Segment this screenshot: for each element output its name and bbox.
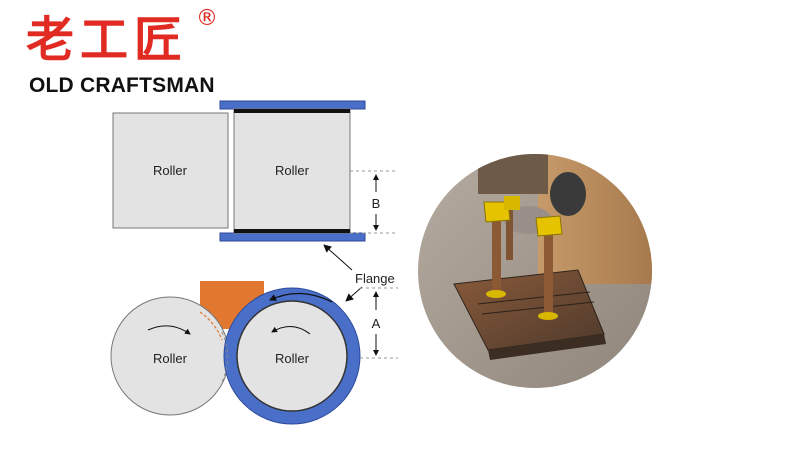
bottom-right-roller <box>236 300 348 412</box>
bottom-left-roller-label: Roller <box>153 351 188 366</box>
logo-chinese-text: 老工匠 <box>26 12 189 68</box>
top-right-roller-lower-edge <box>234 229 350 233</box>
bottom-right-roller-label: Roller <box>275 351 310 366</box>
top-flange-bar <box>219 100 366 110</box>
logo-english-text: OLD CRAFTSMAN <box>29 74 215 97</box>
flange-label: Flange <box>355 271 395 286</box>
top-right-roller-label: Roller <box>275 163 310 178</box>
flange-leader-bottom <box>345 286 363 302</box>
hidden-edge-arc <box>221 331 228 383</box>
top-right-roller <box>233 108 351 234</box>
steel-plate-bolts-photo <box>418 154 652 388</box>
right-roller-rotation-arrow <box>271 326 311 335</box>
top-right-roller-upper-edge <box>234 109 350 113</box>
flange-leader-top <box>323 244 353 271</box>
left-roller-rotation-arrow <box>147 325 191 335</box>
top-left-roller-label: Roller <box>153 163 188 178</box>
top-left-roller <box>112 112 229 229</box>
dimension-b-label: B <box>372 196 381 211</box>
contact-dashed-arc <box>199 311 223 341</box>
registered-mark: ® <box>196 6 218 31</box>
bottom-flange-bar <box>219 232 366 242</box>
dimension-a-label: A <box>372 316 381 331</box>
flange-rotation-arrow <box>268 292 333 303</box>
